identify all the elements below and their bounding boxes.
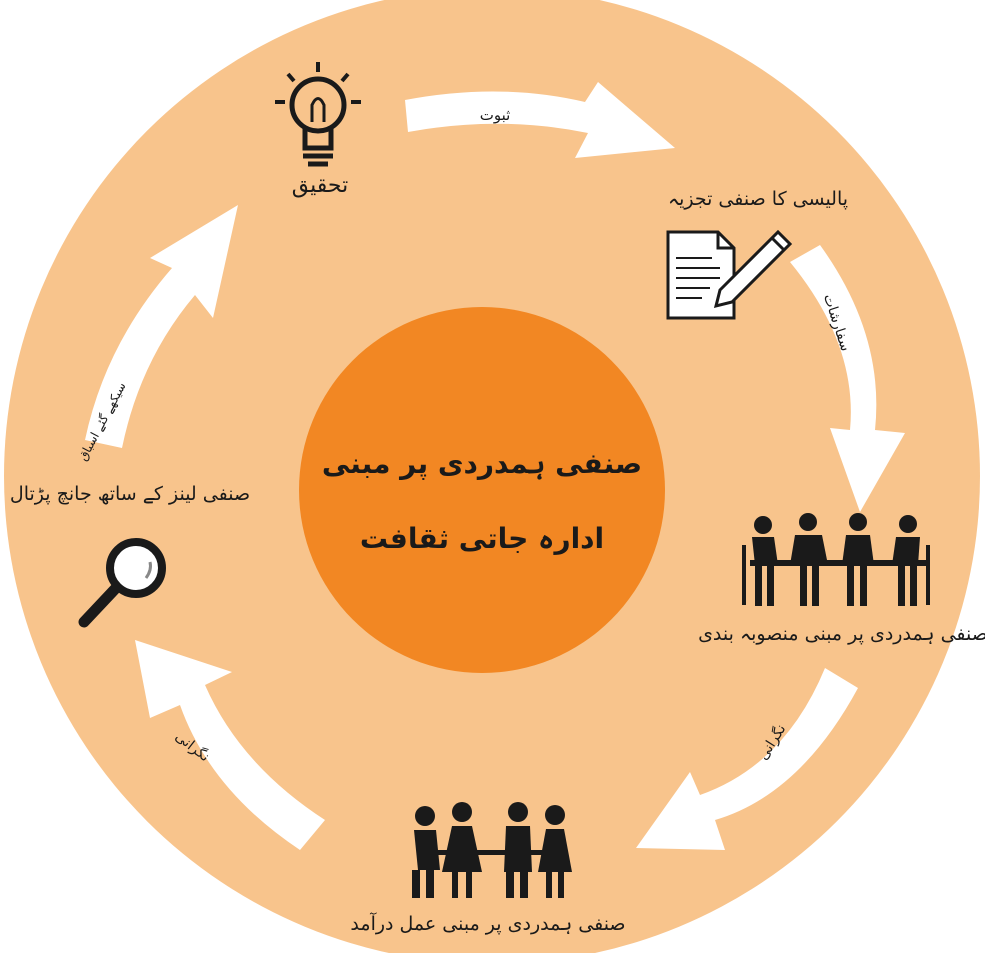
stage-planning: صنفی ہمدردی پر مبنی منصوبہ بندی — [698, 513, 985, 645]
arrow-lessons-shape — [85, 205, 238, 448]
center-title-line1: صنفی ہمدردی پر مبنی — [322, 447, 642, 480]
stage-research: تحقیق — [275, 62, 361, 198]
center-circle — [299, 307, 665, 673]
lightbulb-icon — [275, 62, 361, 167]
stage-policy-label: پالیسی کا صنفی تجزیہ — [668, 188, 848, 210]
stage-research-label: تحقیق — [292, 173, 348, 198]
stage-evaluation-label: صنفی لینز کے ساتھ جانچ پڑتال — [10, 483, 250, 505]
magnifying-glass-icon — [78, 538, 166, 628]
arrow-recommendations-shape — [790, 245, 905, 512]
arrow-evidence-shape — [405, 82, 675, 158]
arrow-evidence-label: ثبوت — [480, 106, 511, 124]
center-title-line2: ادارہ جاتی ثقافت — [360, 522, 604, 555]
stage-planning-label: صنفی ہمدردی پر مبنی منصوبہ بندی — [698, 623, 985, 645]
meeting-table-icon — [742, 513, 930, 606]
stage-evaluation: صنفی لینز کے ساتھ جانچ پڑتال — [10, 483, 250, 628]
stage-policy: پالیسی کا صنفی تجزیہ — [666, 188, 848, 320]
document-pencil-icon — [666, 229, 793, 320]
arrow-monitoring-right-shape — [636, 668, 858, 850]
stage-implementation: صنفی ہمدردی پر مبنی عمل درآمد — [350, 802, 626, 935]
arrow-evidence: ثبوت — [405, 82, 675, 158]
stage-implementation-label: صنفی ہمدردی پر مبنی عمل درآمد — [350, 911, 625, 935]
people-banner-icon — [412, 802, 572, 898]
arrow-monitoring-left-shape — [135, 640, 325, 850]
